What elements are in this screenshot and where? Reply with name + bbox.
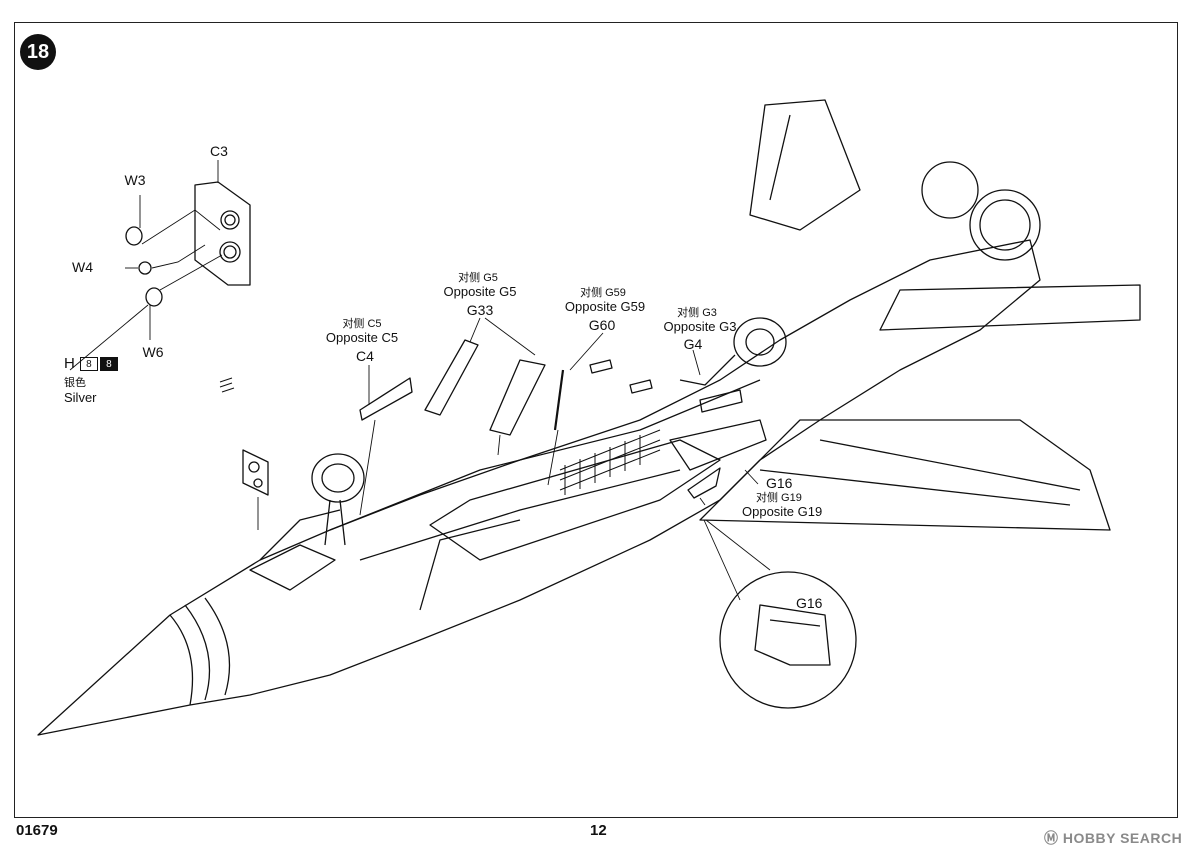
part-w3 [125,226,143,246]
label-w6: W6 [142,344,164,360]
detail-part-g16 [754,604,831,666]
horizontal-stabilizer [879,284,1141,331]
fuselage-outline [37,239,1041,736]
paint-name-cn: 银色 [64,377,86,389]
label-g3-cn: 对侧 G3 [677,307,717,319]
rod-g60 [553,369,565,431]
label-c5-cn: 对侧 C5 [342,318,382,330]
label-g5-cn: 对侧 G5 [458,272,498,284]
part-c3-plate [194,181,251,286]
kit-number: 01679 [16,822,58,839]
label-c4: C4 [356,348,374,364]
door-g33 [424,339,479,416]
label-g16: G16 [766,475,793,491]
label-g5-en: Opposite G5 [443,284,517,299]
label-g3-en: Opposite G3 [663,319,737,334]
paint-name-en: Silver [64,390,97,405]
door-g4 [669,419,767,471]
label-g59-cn: 对侧 G59 [580,287,626,299]
watermark: Ⓜ HOBBY SEARCH [1044,830,1183,846]
label-g60: G60 [588,317,616,333]
paint-chip-dark: 8 [99,356,118,371]
part-w4 [138,261,152,275]
engine-nozzle-1 [969,189,1041,261]
label-w3: W3 [124,172,146,188]
page-number: 12 [590,822,607,839]
paint-chip-light: 8 [79,356,98,371]
label-g19-en: Opposite G19 [742,504,823,519]
page-frame [14,22,1178,818]
vertical-tail [749,99,861,231]
label-g33: G33 [466,302,494,318]
label-c5-en: Opposite C5 [325,330,399,345]
door-c4 [359,377,413,421]
label-g59-en: Opposite G59 [564,299,646,314]
paint-code: H [64,355,75,372]
engine-nozzle-2 [921,161,979,219]
step-number-badge: 18 [20,34,56,70]
door-g5 [489,359,546,436]
main-wheel [733,317,787,367]
detail-callout-circle [719,571,857,709]
label-c3: C3 [210,143,228,159]
label-g19-cn: 对侧 G19 [756,492,802,504]
label-g4: G4 [683,336,703,352]
part-w6 [145,287,163,307]
main-wing [699,419,1111,531]
label-w4: W4 [72,259,93,275]
paint-callout: H 8 8 银色 Silver [64,355,118,405]
nose-wheel [311,453,365,503]
label-g16-detail: G16 [796,595,823,611]
